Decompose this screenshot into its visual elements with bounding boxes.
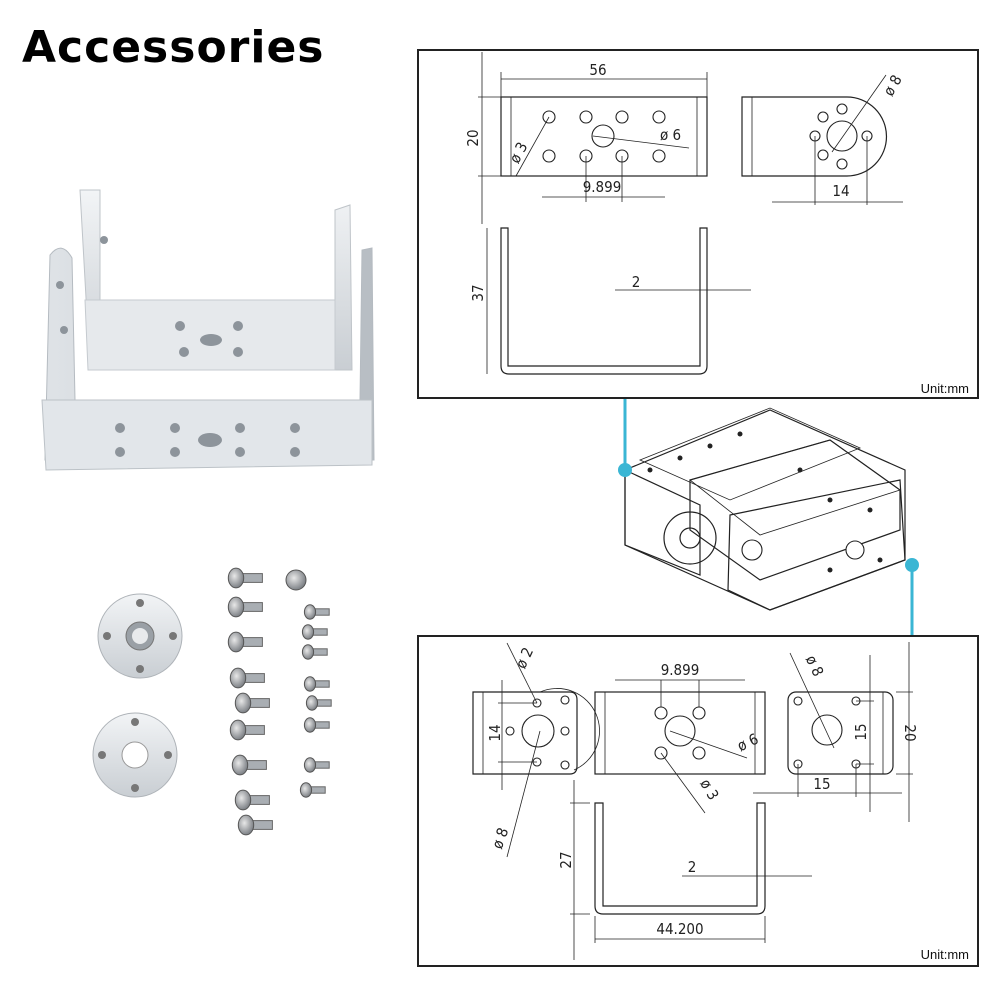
unit-label-bottom: Unit:mm	[921, 947, 969, 962]
screw-head-icon	[303, 604, 317, 620]
dim-left-hole-8: ø 8	[488, 825, 512, 851]
screw-head-icon	[229, 719, 247, 741]
servo-horn-photo	[92, 593, 183, 798]
dim-56: 56	[589, 61, 606, 79]
dim-left-14: 14	[486, 724, 504, 741]
screw-head-icon	[301, 624, 315, 640]
dim-37: 37	[469, 284, 487, 301]
bracket-photo	[41, 189, 375, 471]
dim-27: 27	[557, 851, 575, 868]
screw-head-icon	[231, 754, 249, 776]
screw-head-icon	[305, 695, 319, 711]
screw-head-icon	[229, 667, 247, 689]
dim-right-hole-8: ø 8	[802, 653, 827, 680]
dim-right-15-vertical: 15	[852, 723, 870, 740]
screw-head-icon	[227, 567, 245, 589]
assembly-isometric	[618, 398, 919, 636]
screw-head-icon	[303, 757, 317, 773]
dim-9899: 9.899	[583, 178, 622, 196]
dim-hole-2: ø 2	[512, 645, 537, 672]
screw-head-icon	[301, 644, 315, 660]
dim-bottom-9899: 9.899	[661, 661, 700, 679]
dim-14: 14	[832, 182, 849, 200]
screw-head-icon	[234, 692, 252, 714]
top-dimension-drawing: 56 20 ø 3 ø 6 9.899 ø 8 14 37 2 Unit:mm	[417, 49, 979, 399]
screw-head-icon	[285, 569, 307, 591]
dim-right-20: 20	[901, 724, 919, 741]
page-title: Accessories	[22, 22, 325, 73]
dim-44200: 44.200	[656, 920, 703, 938]
unit-label: Unit:mm	[921, 381, 969, 396]
dim-bottom-thickness-2: 2	[688, 858, 697, 876]
dim-20: 20	[464, 129, 482, 146]
screw-head-icon	[234, 789, 252, 811]
dim-hole-6: ø 6	[660, 126, 681, 144]
dim-bottom-hole-6: ø 6	[735, 730, 762, 755]
dim-side-hole-8: ø 8	[880, 72, 906, 99]
screw-head-icon	[299, 782, 313, 798]
screw-head-icon	[303, 676, 317, 692]
dim-right-15-horizontal: 15	[813, 775, 830, 793]
dim-hole-3: ø 3	[506, 139, 532, 166]
screws-photo	[227, 567, 332, 836]
screw-head-icon	[237, 814, 255, 836]
dim-thickness-2: 2	[632, 273, 641, 291]
bottom-dimension-drawing: ø 2 14 ø 8 9.899 ø 6 ø 3 ø 8 15 20 15 27…	[417, 635, 979, 967]
screw-head-icon	[227, 596, 245, 618]
screw-head-icon	[303, 717, 317, 733]
dim-bottom-hole-3: ø 3	[696, 776, 722, 803]
screw-head-icon	[227, 631, 245, 653]
